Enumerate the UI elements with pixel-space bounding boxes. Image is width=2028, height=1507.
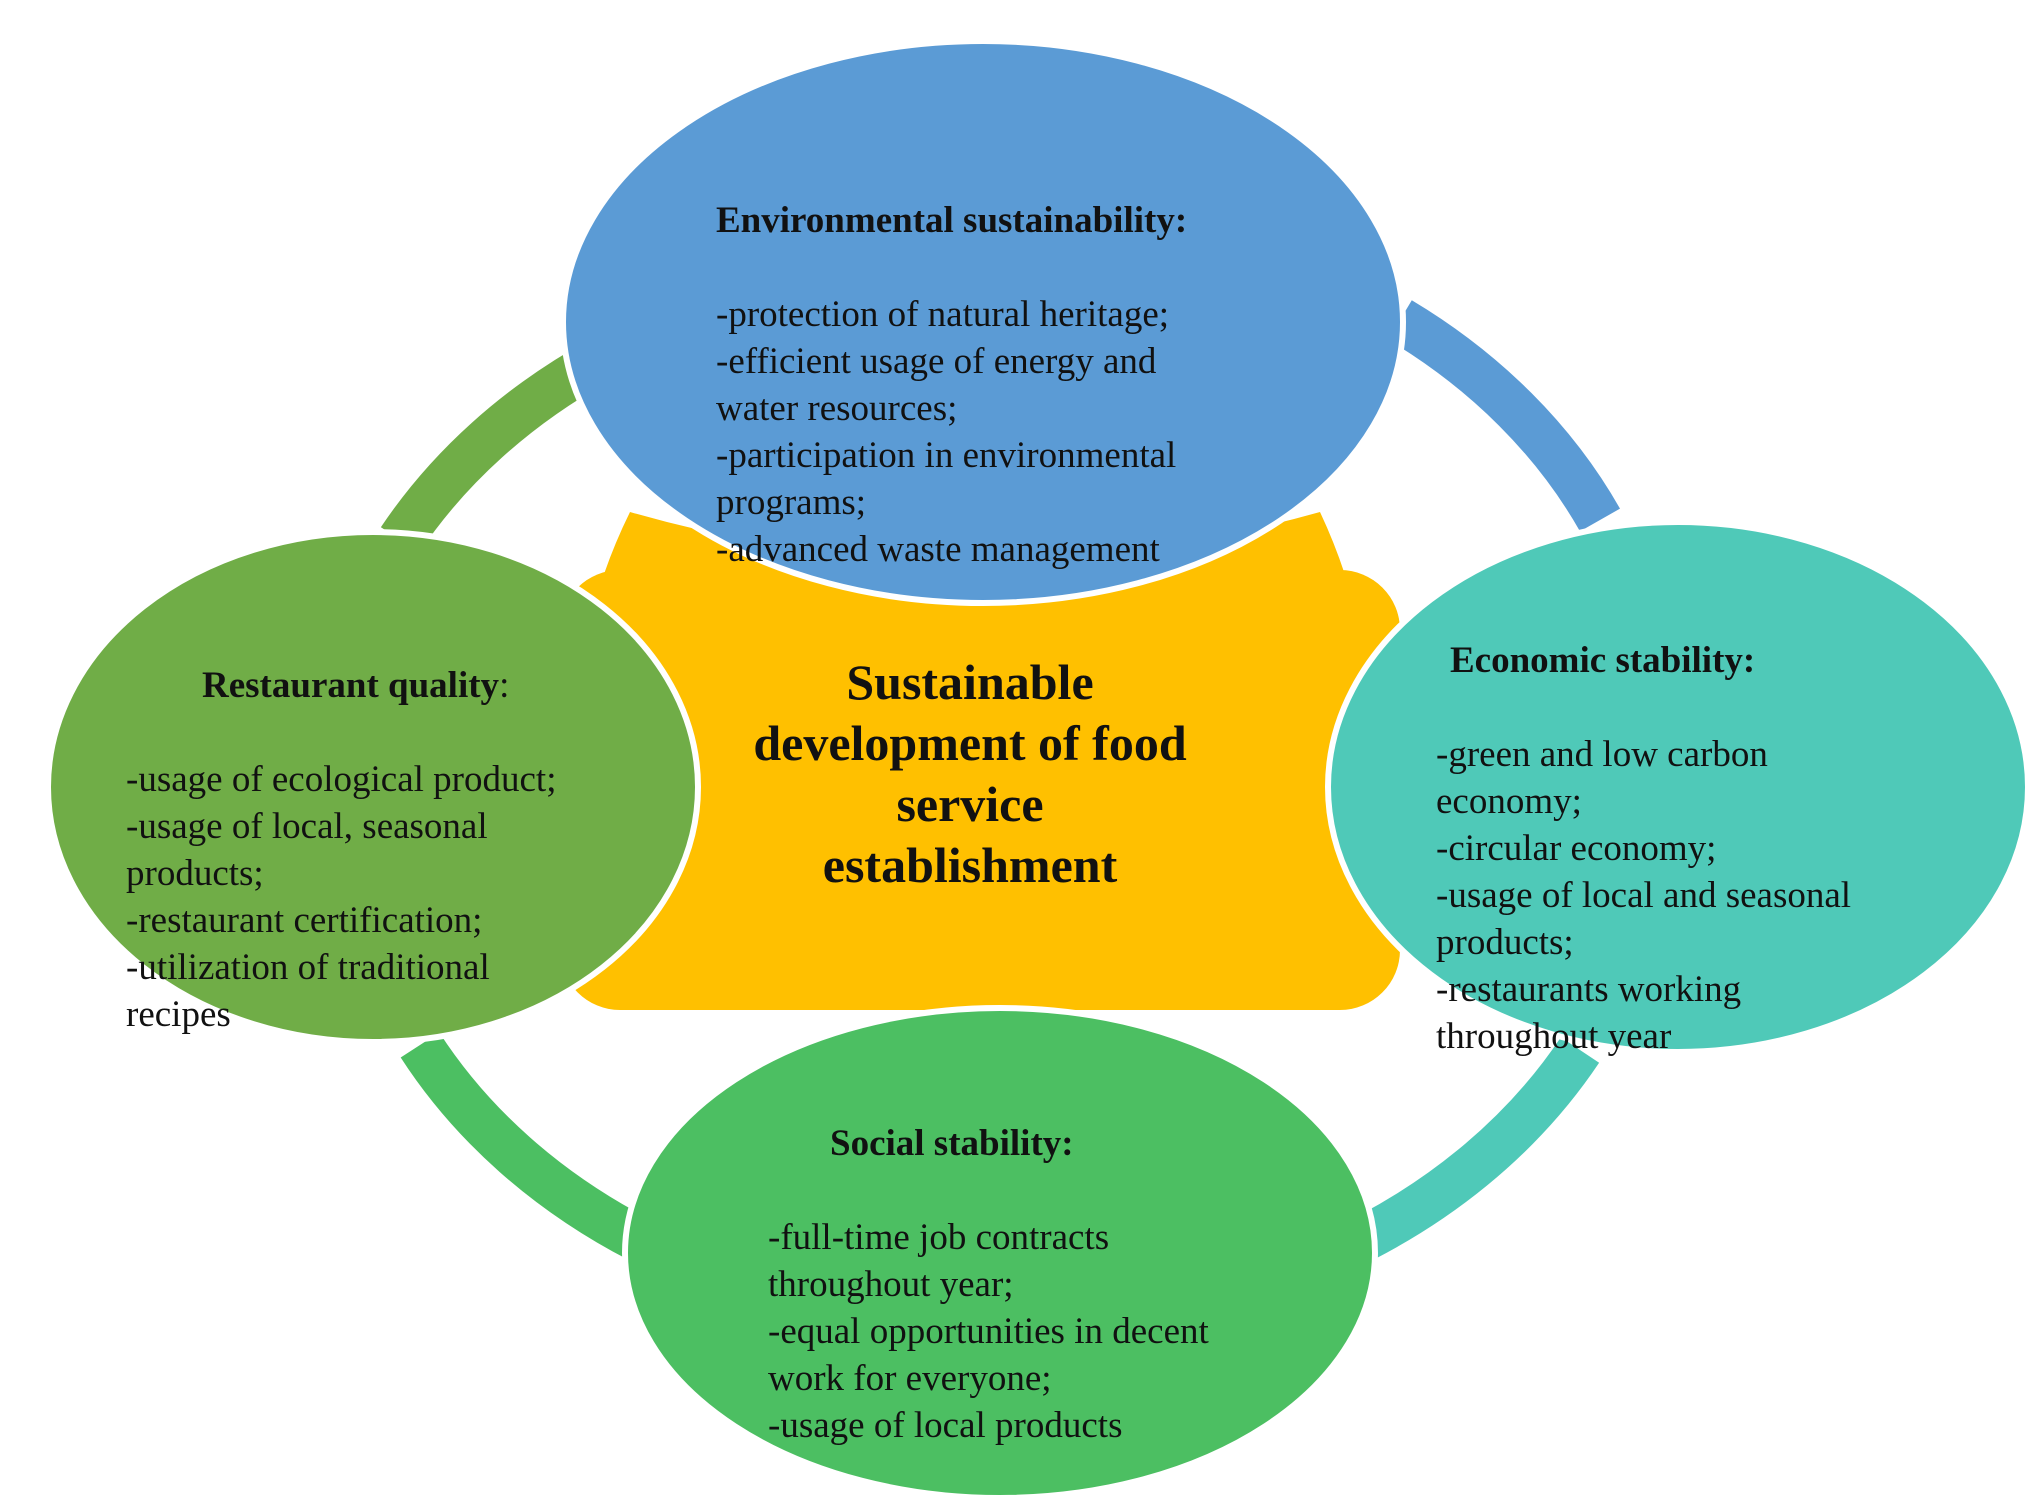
economic-body: -green and low carbon economy; -circular… bbox=[1436, 734, 1852, 1057]
restaurant-title: Restaurant quality bbox=[202, 665, 500, 706]
center-title: Sustainable development of food service … bbox=[753, 654, 1187, 893]
environmental-body: -protection of natural heritage; -effici… bbox=[716, 294, 1177, 570]
restaurant-text: Restaurant quality: -usage of ecological… bbox=[126, 615, 666, 1038]
social-body: -full-time job contracts throughout year… bbox=[768, 1217, 1209, 1446]
social-title: Social stability: bbox=[830, 1123, 1074, 1164]
environmental-text: Environmental sustainability: -protectio… bbox=[716, 150, 1296, 573]
ring-arc-top-left bbox=[380, 339, 612, 553]
restaurant-body: -usage of ecological product; -usage of … bbox=[126, 759, 557, 1035]
environmental-title: Environmental sustainability: bbox=[716, 200, 1188, 241]
economic-title: Economic stability: bbox=[1450, 640, 1756, 681]
node-restaurant-ellipse bbox=[45, 529, 701, 1045]
restaurant-title-line: Restaurant quality: bbox=[126, 662, 666, 709]
node-economic-ellipse bbox=[1325, 519, 2028, 1055]
center-hub-core bbox=[560, 570, 1400, 1010]
ring-arc-top-right bbox=[1388, 300, 1621, 532]
node-social-ellipse bbox=[622, 1005, 1378, 1501]
node-environmental-ellipse bbox=[560, 38, 1406, 606]
restaurant-title-suffix: : bbox=[499, 665, 510, 706]
social-text: Social stability: -full-time job contrac… bbox=[768, 1073, 1328, 1449]
economic-text: Economic stability: -green and low carbo… bbox=[1436, 590, 1976, 1060]
ring-arc-bottom-left bbox=[400, 1032, 651, 1261]
